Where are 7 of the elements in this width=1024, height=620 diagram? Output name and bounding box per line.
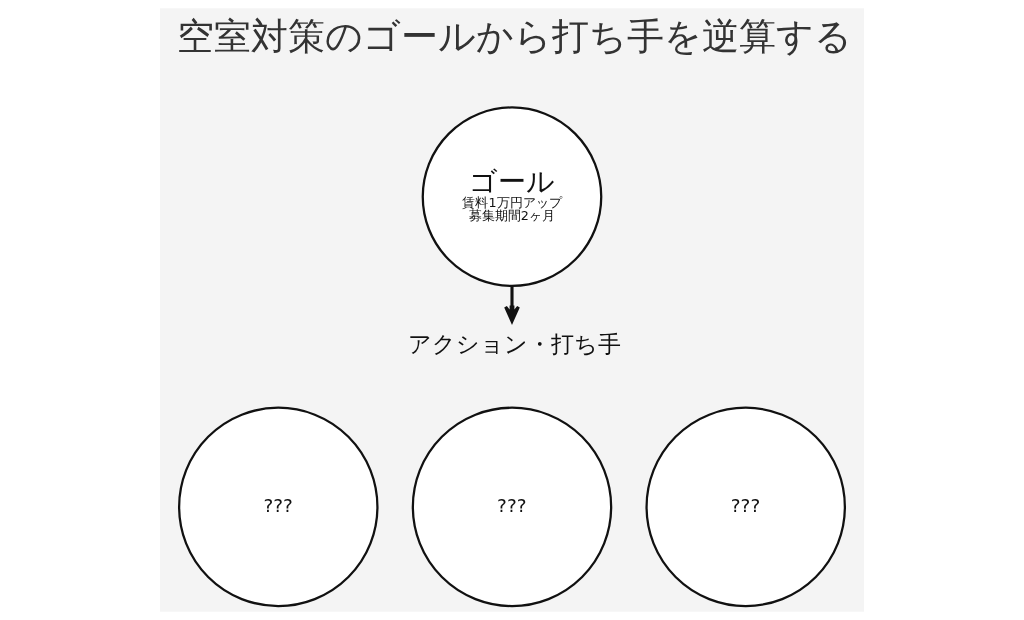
diagram-title: 空室対策のゴールから打ち手を逆算する xyxy=(177,15,852,59)
node-circle: ゴール 賃料1万円アップ 募集期間2ヶ月 xyxy=(421,106,603,288)
node-circle: ??? xyxy=(645,406,846,608)
node-text: アクション・打ち手 xyxy=(407,331,621,358)
arrow xyxy=(504,286,520,323)
node-circle: ??? xyxy=(411,406,613,608)
node-circle: ??? xyxy=(178,406,379,608)
